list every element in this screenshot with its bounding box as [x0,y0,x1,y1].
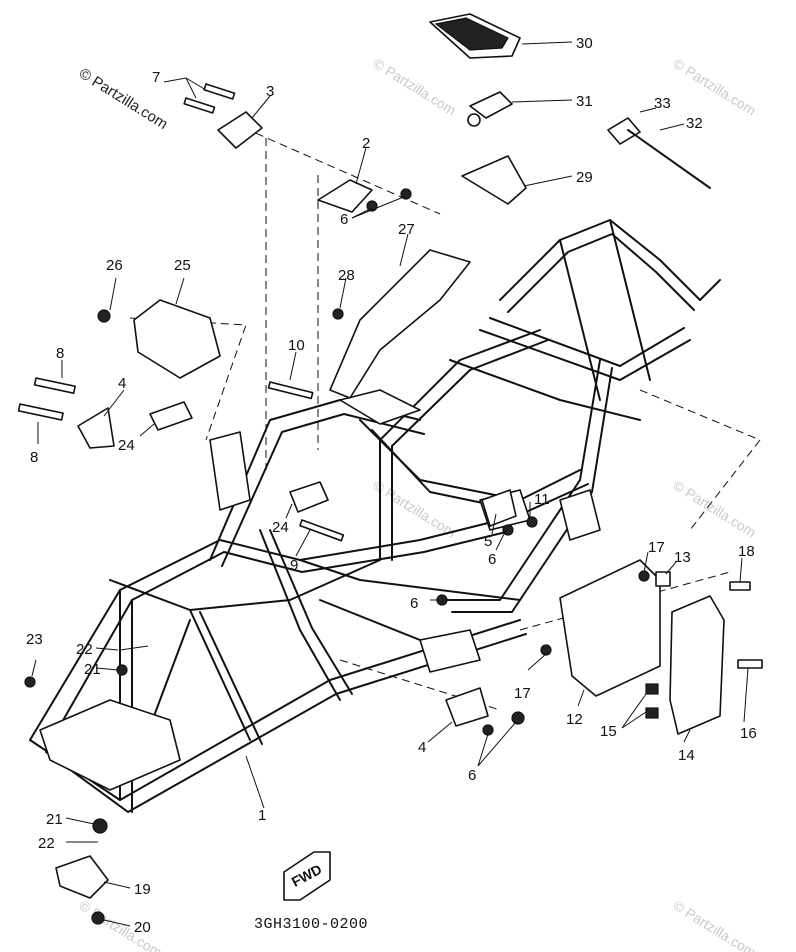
part-24-mount [149,401,193,431]
callout-6-low: 6 [410,595,418,612]
parts: FWD [17,13,763,925]
callout-4-top: 4 [118,375,126,392]
watermark-faint: © Partzilla.com [670,477,758,541]
part-4-plate-lower [445,687,489,727]
part-17-bolt [638,570,650,582]
callout-12: 12 [566,711,583,728]
watermark-faint: © Partzilla.com [76,897,164,952]
drawing-code: 3GH3100-0200 [254,916,368,933]
callout-7: 7 [152,69,160,86]
callout-15: 15 [600,723,617,740]
callout-5: 5 [484,533,492,550]
callout-2: 2 [362,135,370,152]
part-3-bracket [217,111,263,149]
part-17-bolt [540,644,552,656]
part-5-plate [481,489,517,527]
callout-27: 27 [398,221,415,238]
part-10-bolt [267,381,314,400]
part-25-bracket [133,299,221,379]
part-31-clip [469,91,513,119]
callout-8-bottom: 8 [30,449,38,466]
part-4-plate [77,407,115,449]
callout-labels: 30 31 33 32 29 7 3 2 6 27 28 26 25 10 8 … [26,35,757,936]
callout-8-top: 8 [56,345,64,362]
callout-33: 33 [654,95,671,112]
callout-20: 20 [134,919,151,936]
part-14-cover [669,595,725,735]
callout-13: 13 [674,549,691,566]
callout-30: 30 [576,35,593,52]
part-8-bolt [17,403,64,421]
part-7-bolt [183,97,216,114]
callout-26: 26 [106,257,123,274]
part-28-bolt [332,308,344,320]
part-26-bolt [97,309,111,323]
watermark-faint: © Partzilla.com [370,55,458,119]
part-29-cover [461,155,527,205]
part-9-bolt [299,519,345,542]
callout-18: 18 [738,543,755,560]
part-21-nut [92,818,108,834]
callout-19: 19 [134,881,151,898]
callout-10: 10 [288,337,305,354]
callout-21-bottom: 21 [46,811,63,828]
callout-24-left: 24 [118,437,135,454]
fwd-arrow [283,851,331,901]
callout-6-bottom: 6 [468,767,476,784]
callout-16: 16 [740,725,757,742]
part-16-bolt [737,659,763,669]
part-21-nut [116,664,128,676]
assembly-lines [129,127,761,711]
callout-28: 28 [338,267,355,284]
part-13-clip [655,571,671,587]
part-19-bracket [55,855,109,899]
part-24-mount [289,481,329,513]
callout-17-top: 17 [648,539,665,556]
callout-3: 3 [266,83,274,100]
part-20-bolt [91,911,105,925]
callout-24-right: 24 [272,519,289,536]
callout-17-bottom: 17 [514,685,531,702]
callout-25: 25 [174,257,191,274]
leader-lines [31,41,749,927]
part-33-grip [607,117,641,145]
callout-6-mid: 6 [488,551,496,568]
watermark-faint: © Partzilla.com [670,55,758,119]
watermark-faint: © Partzilla.com [370,477,458,541]
watermark-faint: © Partzilla.com [670,897,758,952]
part-2-bracket [317,179,373,213]
callout-22-top: 22 [76,641,93,658]
callout-31: 31 [576,93,593,110]
watermark-group: © Partzilla.com © Partzilla.com © Partzi… [76,55,759,952]
callout-6-top: 6 [340,211,348,228]
callout-21-top: 21 [84,661,101,678]
part-32-rod [627,129,711,189]
part-15-nut [645,707,659,719]
part-27-bracket [329,249,471,399]
part-18-bolt [729,581,751,591]
callout-29: 29 [576,169,593,186]
callout-11: 11 [534,491,550,508]
callout-32: 32 [686,115,703,132]
callout-9: 9 [290,557,298,574]
callout-1: 1 [258,807,266,824]
part-15-nut [645,683,659,695]
part-7-bolt [203,83,236,100]
callout-23: 23 [26,631,43,648]
callout-4-bottom: 4 [418,739,426,756]
part-12-box [559,559,661,697]
part-23-bolt [24,676,36,688]
part-8-bolt [33,377,76,394]
callout-14: 14 [678,747,695,764]
callout-22-bottom: 22 [38,835,55,852]
